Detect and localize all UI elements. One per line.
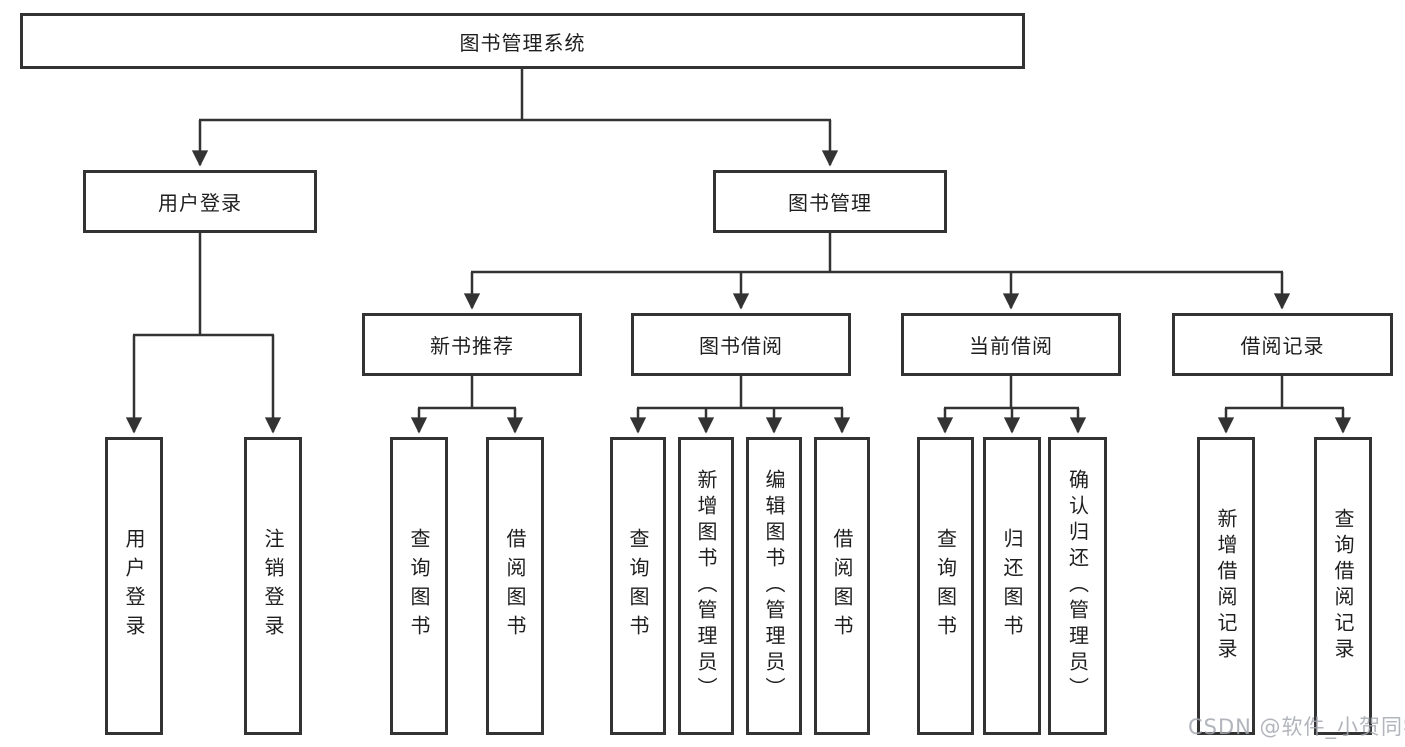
leaf-borrow-books: 借阅图书 [814, 437, 870, 735]
node-system-root: 图书管理系统 [20, 13, 1025, 69]
leaf-return-books: 归还图书 [983, 437, 1041, 735]
leaf-query-books-borrowing: 查询图书 [610, 437, 666, 735]
node-book-borrowing: 图书借阅 [631, 313, 851, 376]
node-borrow-records: 借阅记录 [1172, 313, 1393, 376]
leaf-borrow-books-recommend: 借阅图书 [486, 437, 544, 735]
csdn-watermark: CSDN @软件_小贺同学 [1188, 715, 1405, 739]
leaf-query-books-recommend: 查询图书 [390, 437, 448, 735]
leaf-logout: 注销登录 [244, 437, 302, 735]
leaf-edit-books-admin: 编辑图书（管理员） [746, 437, 802, 735]
leaf-confirm-return-admin: 确认归还（管理员） [1048, 437, 1107, 735]
leaf-user-login: 用户登录 [105, 437, 163, 735]
node-current-borrowing: 当前借阅 [901, 313, 1121, 376]
node-new-book-recommend: 新书推荐 [362, 313, 582, 376]
node-book-management: 图书管理 [713, 170, 947, 233]
leaf-add-books-admin: 新增图书（管理员） [678, 437, 734, 735]
leaf-query-borrow-record: 查询借阅记录 [1314, 437, 1372, 735]
leaf-query-books-current: 查询图书 [917, 437, 974, 735]
leaf-add-borrow-record: 新增借阅记录 [1197, 437, 1255, 735]
node-user-login: 用户登录 [83, 170, 317, 233]
